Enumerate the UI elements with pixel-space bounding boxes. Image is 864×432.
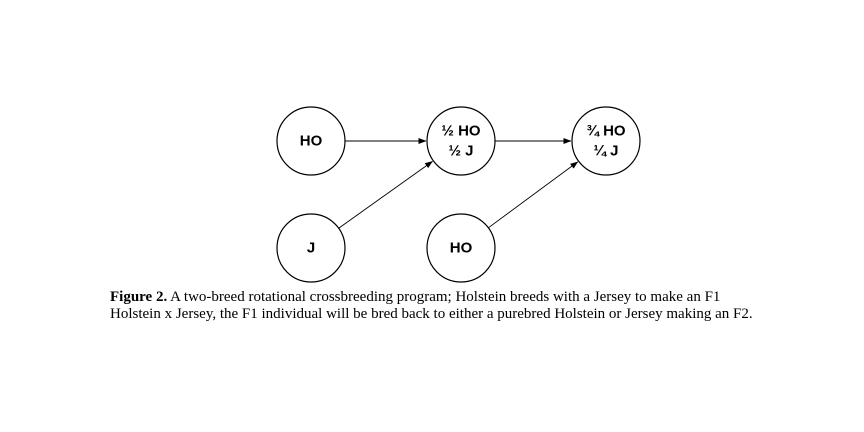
arrow-j-parent-to-f1 (338, 160, 433, 229)
node-label: ¼ J (593, 143, 618, 160)
caption-text-1: A two-breed rotational crossbreeding pro… (167, 289, 721, 305)
node-ho-parent: HO (276, 106, 346, 176)
node-circle (276, 106, 346, 176)
edges (338, 138, 579, 229)
node-label: HO (450, 240, 473, 257)
arrow-ho-backcross-to-f2 (488, 161, 579, 229)
node-ho-backcross: HO (426, 213, 496, 283)
node-label: ¾ HO (586, 123, 626, 140)
node-circle (571, 106, 641, 176)
caption-line-2: Holstein x Jersey, the F1 individual wil… (110, 306, 753, 322)
node-label: HO (300, 133, 323, 150)
caption-label: Figure 2. (110, 289, 168, 305)
node-label: ½ HO (441, 123, 481, 140)
node-circle (426, 106, 496, 176)
node-f2: ¾ HO ¼ J (571, 106, 641, 176)
caption-line-1: Figure 2. A two-breed rotational crossbr… (110, 289, 810, 306)
node-circle (426, 213, 496, 283)
node-j-parent: J (276, 213, 346, 283)
node-f1: ½ HO ½ J (426, 106, 496, 176)
nodes: HO ½ HO ½ J ¾ HO ¼ J J HO (276, 106, 641, 283)
node-circle (276, 213, 346, 283)
figure-caption: Figure 2. A two-breed rotational crossbr… (110, 289, 810, 323)
node-label: ½ J (448, 143, 473, 160)
node-label: J (307, 240, 315, 257)
